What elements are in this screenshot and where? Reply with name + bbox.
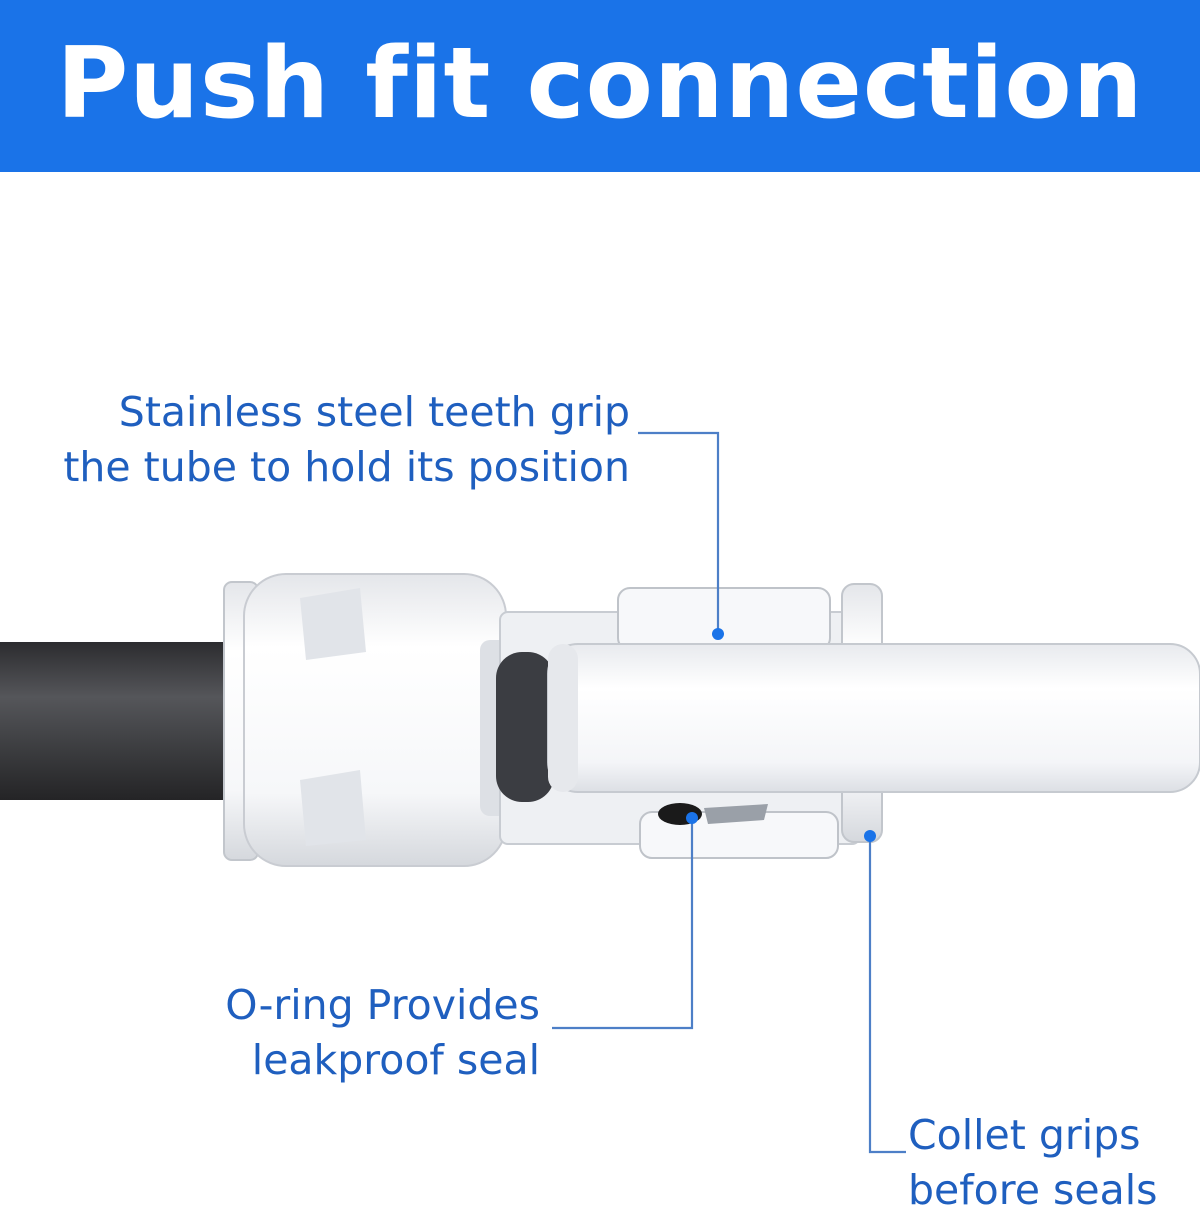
callout-teeth: Stainless steel teeth grip the tube to h… [63, 385, 630, 495]
callout-oring-line1: O-ring Provides [225, 981, 540, 1029]
callout-teeth-line1: Stainless steel teeth grip [118, 388, 630, 436]
oring-leader-line [552, 820, 694, 1030]
callout-oring-line2: leakproof seal [251, 1036, 540, 1084]
white-tube-end [548, 644, 578, 792]
callout-oring: O-ring Provides leakproof seal [225, 978, 540, 1088]
teeth-marker-dot [712, 628, 724, 640]
oring-marker-dot [686, 812, 698, 824]
bottom-teeth [704, 804, 768, 824]
push-fit-fitting-illustration [0, 431, 1200, 1154]
collet-slot-top [300, 588, 366, 660]
callout-collet-line1: Collet grips [908, 1111, 1141, 1159]
white-tube [547, 643, 1200, 793]
inner-opening [496, 652, 554, 802]
callout-collet-line2: before seals [908, 1166, 1158, 1214]
collet-slot-bottom [300, 770, 366, 846]
collet-marker-dot [864, 830, 876, 842]
title-banner: Push fit connection [0, 0, 1200, 172]
top-seal-housing [617, 587, 831, 651]
page-title: Push fit connection [56, 27, 1144, 141]
teeth-leader-line [638, 431, 720, 632]
black-tube [0, 642, 238, 800]
callout-collet: Collet grips before seals [908, 1108, 1157, 1218]
callout-teeth-line2: the tube to hold its position [63, 443, 630, 491]
collet-body [243, 573, 507, 867]
collet-leader-line [868, 838, 906, 1154]
